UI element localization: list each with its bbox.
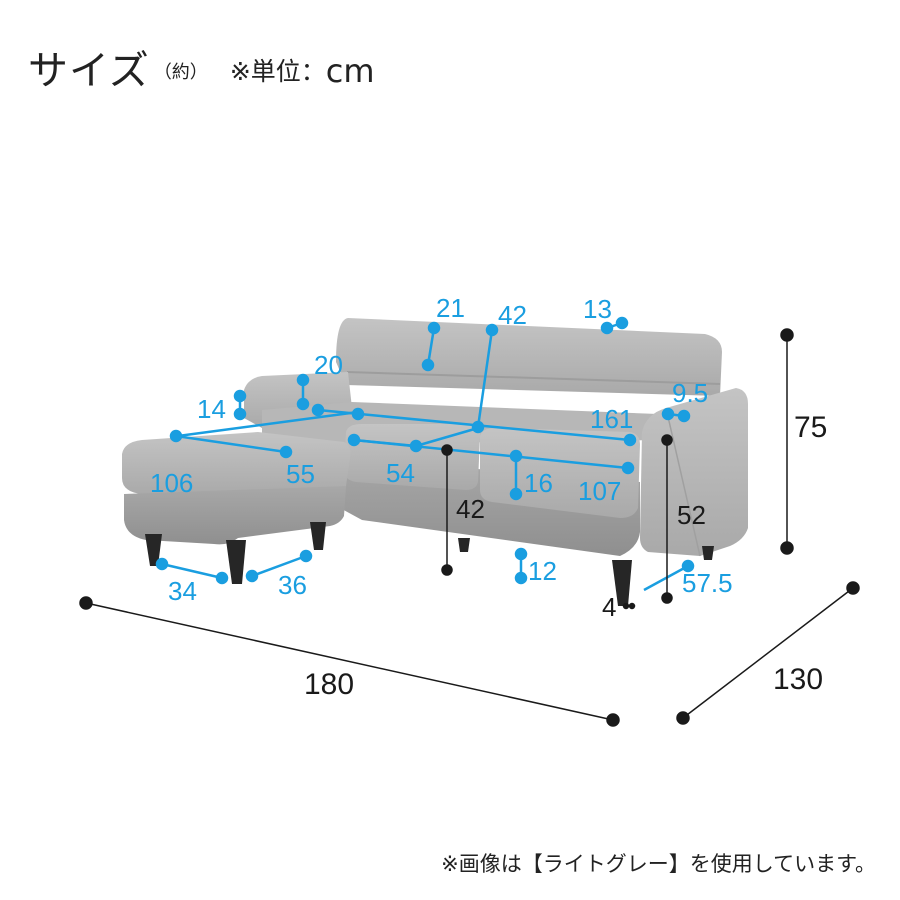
label-36: 36: [278, 570, 307, 600]
label-180: 180: [304, 668, 354, 701]
sofa-seat-cushion-center: [344, 424, 480, 490]
label-106: 106: [150, 468, 193, 498]
label-14: 14: [197, 394, 226, 424]
sofa-illustration: [122, 318, 748, 606]
label-20: 20: [314, 350, 343, 380]
ottoman-leg-front: [226, 540, 246, 584]
label-9-5: 9.5: [672, 378, 708, 408]
ottoman-top: [122, 432, 351, 496]
label-52: 52: [677, 500, 706, 530]
label-42-front: 42: [456, 494, 485, 524]
ottoman-leg-left: [145, 534, 162, 566]
footer-note: ※画像は【ライトグレー】を使用しています。: [441, 852, 876, 876]
title-sub: （約）: [153, 62, 208, 83]
label-12: 12: [528, 556, 557, 586]
label-161: 161: [590, 404, 633, 434]
sofa-backrest: [336, 318, 722, 396]
dimension-labels: 21 42 13 20 14 9.5 161 106 55 54 16 107 …: [150, 293, 827, 701]
title-main: サイズ: [28, 48, 150, 94]
label-107: 107: [578, 476, 621, 506]
label-42-back: 42: [498, 300, 527, 330]
unit-label: ※単位：: [229, 57, 326, 86]
label-75: 75: [794, 411, 827, 444]
label-34: 34: [168, 576, 197, 606]
label-57-5: 57.5: [682, 568, 733, 598]
label-55: 55: [286, 459, 315, 489]
label-16: 16: [524, 468, 553, 498]
label-13: 13: [583, 294, 612, 324]
sofa-leg-front-right: [612, 560, 632, 606]
blue-dimension-lines: [155, 316, 695, 592]
sofa-leg-mid: [458, 538, 470, 552]
ottoman-leg-back: [310, 522, 326, 550]
unit-value: cm: [325, 52, 375, 90]
label-130: 130: [773, 663, 823, 696]
label-21: 21: [436, 293, 465, 323]
label-54: 54: [386, 458, 415, 488]
black-dimension-lines: [79, 328, 860, 727]
ottoman-base: [124, 486, 346, 545]
label-4: 4: [602, 592, 616, 622]
sofa-leg-back-right: [702, 546, 714, 560]
size-title: サイズ（約） ※単位：cm: [28, 38, 375, 96]
